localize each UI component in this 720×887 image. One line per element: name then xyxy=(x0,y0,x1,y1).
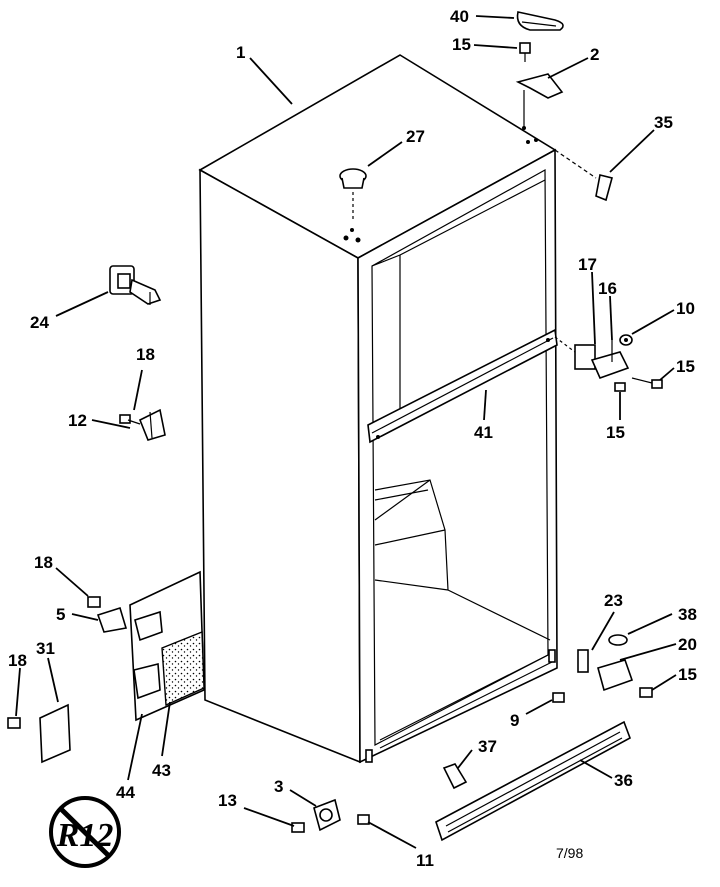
part-37-clip xyxy=(442,763,468,790)
callout-17: 17 xyxy=(578,255,597,274)
callout-20: 20 xyxy=(678,635,697,654)
date-code: 7/98 xyxy=(556,845,583,861)
callout-16: 16 xyxy=(598,279,617,298)
callout-11: 11 xyxy=(416,851,434,870)
part-27-plug xyxy=(339,168,367,222)
callout-18-lower: 18 xyxy=(8,651,27,670)
part-15-screw-top xyxy=(519,42,531,62)
callout-12: 12 xyxy=(68,411,87,430)
part-2-top-hinge xyxy=(515,73,564,130)
callout-41: 41 xyxy=(474,423,493,442)
part-23-20-bottom-hinge xyxy=(577,634,653,698)
part-3-roller xyxy=(291,798,370,833)
leader-lines xyxy=(15,15,677,849)
part-43-insulation xyxy=(161,630,205,707)
callout-37: 37 xyxy=(478,737,497,756)
callout-40: 40 xyxy=(450,7,469,26)
callout-24: 24 xyxy=(30,313,49,332)
callout-10: 10 xyxy=(676,299,695,318)
callout-15-top: 15 xyxy=(452,35,471,54)
part-35-cap xyxy=(554,149,613,202)
callout-35: 35 xyxy=(654,113,673,132)
callout-44: 44 xyxy=(116,783,135,802)
callout-3: 3 xyxy=(274,777,283,796)
callout-1: 1 xyxy=(236,43,245,62)
cabinet xyxy=(198,54,558,764)
callout-38: 38 xyxy=(678,605,697,624)
part-36-toe-grille xyxy=(435,720,631,842)
callout-15-center-right: 15 xyxy=(676,357,695,376)
part-31-hinge-cover xyxy=(7,703,71,764)
callout-2: 2 xyxy=(590,45,599,64)
callout-36: 36 xyxy=(614,771,633,790)
callout-13: 13 xyxy=(218,791,237,810)
part-17-16-center-hinge xyxy=(554,334,663,392)
callout-31: 31 xyxy=(36,639,55,658)
part-5-hinge-bracket xyxy=(87,596,128,633)
part-24-knob-assembly xyxy=(109,265,162,305)
callout-15-bottom: 15 xyxy=(678,665,697,684)
callout-5: 5 xyxy=(56,605,65,624)
callout-18-upper: 18 xyxy=(136,345,155,364)
callout-15-center-below: 15 xyxy=(606,423,625,442)
callout-23: 23 xyxy=(604,591,623,610)
callout-18-middle: 18 xyxy=(34,553,53,572)
callout-43: 43 xyxy=(152,761,171,780)
callout-9: 9 xyxy=(510,711,519,730)
part-12-bracket xyxy=(119,408,166,441)
no-r12-logo: R12 xyxy=(49,796,121,868)
callout-27: 27 xyxy=(406,127,425,146)
callout-labels: 1 2 3 5 9 10 11 12 13 15 15 15 15 16 17 … xyxy=(8,7,697,870)
part-9-screw xyxy=(552,692,565,703)
part-40-hinge-cover xyxy=(516,11,564,31)
